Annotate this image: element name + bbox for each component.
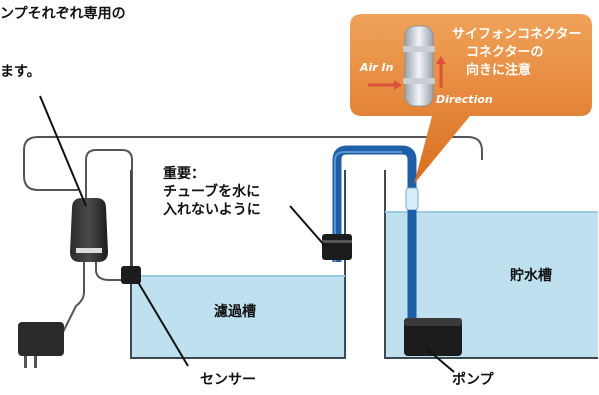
adapter-prong-2 [34,356,37,368]
important-label-line1: 重要： [163,166,205,182]
siphon-tube [332,145,417,262]
filter-tank-water [131,276,345,358]
wire-controller-sensor [95,256,124,281]
reservoir-tank-label: 貯水槽 [510,268,552,284]
callout-connector-ring1 [403,46,435,52]
pointer-sensor [137,281,189,367]
wire-to-sensor [85,149,133,270]
controller-label-strip [76,248,102,253]
wire-outer-loop [23,136,483,191]
pointer-pump [427,349,455,373]
sensor-label: センサー [200,372,256,388]
pump-label: ポンプ [452,372,494,388]
callout-title-line2: コネクターの [466,45,544,60]
important-label-line3: 入れないように [163,202,261,218]
filter-tank-label: 濾過槽 [214,304,256,320]
siphon-tube-highlight [334,151,402,262]
reservoir-tank-glass [384,170,598,359]
pump-top [404,318,462,326]
direction-arrow-head [436,56,446,64]
callout-direction: Direction [436,93,493,106]
callout-connector-body [404,25,434,107]
siphon-end-band [322,240,352,243]
intro-text-line2: ます。 [0,64,41,80]
important-label-line2: チューブを水に [163,184,261,200]
controller-body [70,198,108,262]
intro-text-line1: ンプそれぞれ専用の [0,6,126,22]
pointer-intro [39,95,87,207]
adapter-prong-1 [24,356,27,368]
air-in-arrow-head [394,80,402,90]
pointer-important [289,205,326,247]
siphon-connector-small [405,187,419,211]
filter-tank-glass [130,170,346,359]
siphon-end-device [322,234,352,260]
pump-body [404,318,462,356]
callout-title-line1: サイフォンコネクター [452,27,582,42]
callout-air-in: Air In [360,61,394,74]
callout-connector-ring2 [403,78,435,84]
callout-title-line3: 向きに注意 [466,63,532,78]
power-adapter [18,322,64,356]
wire-to-adapter [61,260,85,335]
sensor-device [121,266,141,284]
